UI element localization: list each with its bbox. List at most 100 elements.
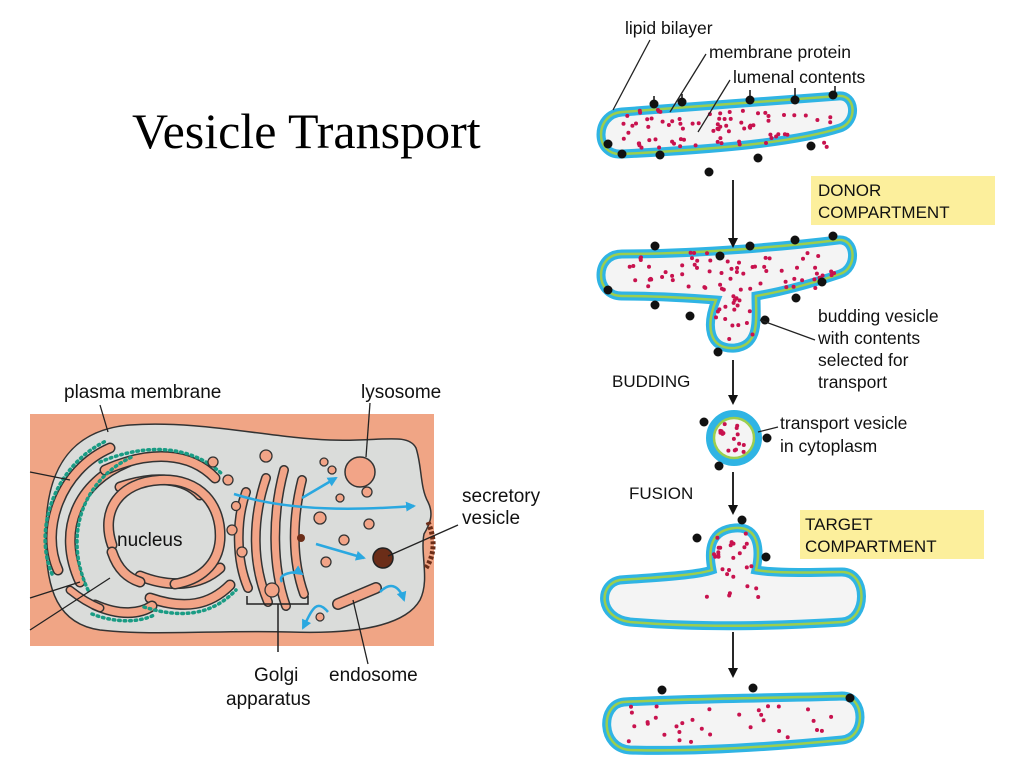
membrane-protein	[828, 231, 838, 241]
membrane-protein	[603, 139, 613, 149]
cargo-dot	[754, 586, 759, 591]
cargo-dot	[657, 145, 662, 150]
cargo-dot	[677, 730, 682, 734]
lysosome-label: lysosome	[361, 382, 441, 403]
cargo-dot	[795, 265, 799, 270]
cargo-dot	[792, 113, 797, 118]
cargo-dot	[727, 568, 731, 572]
cargo-dot	[711, 128, 716, 133]
cargo-dot	[670, 139, 675, 144]
cargo-dot	[813, 286, 818, 290]
cargo-dot	[803, 113, 808, 118]
cargo-dot	[829, 714, 834, 719]
cargo-dot	[734, 426, 739, 430]
cargo-dot	[690, 121, 695, 126]
secretory-vesicle-label-1: secretory	[462, 486, 541, 507]
cargo-dot	[744, 321, 749, 325]
cargo-dot	[626, 130, 631, 135]
cargo-dot	[726, 448, 731, 453]
cargo-dot	[716, 552, 721, 557]
donor-highlight	[811, 176, 995, 225]
cargo-dot	[811, 718, 816, 723]
budding-compartment	[596, 231, 857, 357]
cargo-dot	[743, 531, 748, 536]
budding-vesicle-label-3: selected for	[818, 350, 909, 370]
cargo-dot	[719, 271, 724, 275]
cargo-dot	[626, 739, 631, 744]
membrane-protein	[692, 533, 702, 543]
cargo-dot	[670, 278, 675, 283]
budding-step-label: BUDDING	[612, 372, 690, 391]
cargo-dot	[749, 564, 754, 569]
cargo-dot	[756, 595, 761, 599]
membrane-protein	[650, 241, 660, 251]
endosome-label: endosome	[329, 665, 418, 686]
cargo-dot	[766, 114, 771, 118]
cargo-dot	[813, 265, 818, 270]
cargo-dot	[735, 432, 740, 437]
cargo-dot	[727, 593, 732, 598]
cargo-dot	[741, 271, 746, 276]
cargo-dot	[783, 279, 788, 284]
membrane-protein	[806, 141, 816, 151]
endosome-vesicle	[315, 612, 325, 622]
cargo-dot	[696, 121, 701, 126]
cargo-dot	[748, 286, 753, 291]
golgi-cargo	[297, 534, 305, 542]
cargo-dot	[654, 704, 659, 709]
vesicle-diagram: lipid bilayer membrane protein lumenal c…	[596, 18, 995, 755]
cargo-dot	[660, 119, 665, 124]
cargo-dot	[745, 584, 750, 589]
cargo-dot	[670, 119, 675, 124]
cell-diagram: nucleus	[29, 382, 541, 710]
membrane-proteins	[603, 86, 838, 177]
membrane-proteins	[603, 231, 838, 357]
cargo-dot	[718, 282, 723, 287]
cargo-dot	[731, 574, 736, 579]
cargo-dot	[785, 735, 790, 740]
cargo-dot	[724, 123, 729, 128]
cargo-dot	[699, 726, 704, 731]
cargo-dot	[728, 543, 733, 548]
cargo-dot	[653, 137, 658, 142]
cargo-dot	[828, 115, 833, 120]
cargo-dot	[670, 273, 675, 278]
cargo-dot	[779, 268, 784, 273]
golgi-vesicles	[207, 449, 375, 598]
membrane-protein	[762, 433, 772, 443]
cargo-dot	[722, 422, 727, 427]
cargo-dot	[784, 285, 789, 290]
cargo-dot	[767, 256, 772, 261]
cargo-dot	[732, 298, 737, 303]
budding-vesicle-label-1: budding vesicle	[818, 306, 939, 326]
membrane-protein	[699, 417, 709, 427]
cargo-dot	[739, 120, 744, 125]
cargo-dot	[680, 126, 685, 131]
cargo-dot	[744, 541, 749, 546]
cargo-dot	[737, 260, 741, 265]
cargo-dots	[621, 108, 833, 150]
cargo-dot	[707, 707, 712, 712]
cargo-dot	[748, 725, 753, 730]
cargo-dot	[737, 142, 742, 147]
cargo-dot	[695, 265, 699, 270]
cargo-dot	[736, 323, 741, 328]
cargo-dot	[702, 285, 707, 290]
membrane-protein-label: membrane protein	[709, 42, 851, 62]
cargo-dot	[728, 116, 733, 121]
membrane-protein	[715, 251, 725, 261]
cargo-dot	[730, 323, 735, 328]
cargo-dot	[649, 116, 654, 121]
cargo-dot	[715, 139, 720, 144]
cargo-dot	[726, 129, 731, 134]
cargo-dot	[634, 121, 638, 126]
membrane-protein	[685, 311, 695, 321]
cargo-dot	[707, 269, 712, 274]
membrane-protein	[677, 97, 687, 107]
cargo-dot	[717, 307, 722, 312]
cargo-dot	[682, 137, 686, 142]
membrane-protein	[845, 693, 855, 703]
cargo-dot	[725, 572, 730, 577]
cargo-dots	[626, 704, 834, 744]
cargo-dot	[723, 317, 728, 321]
